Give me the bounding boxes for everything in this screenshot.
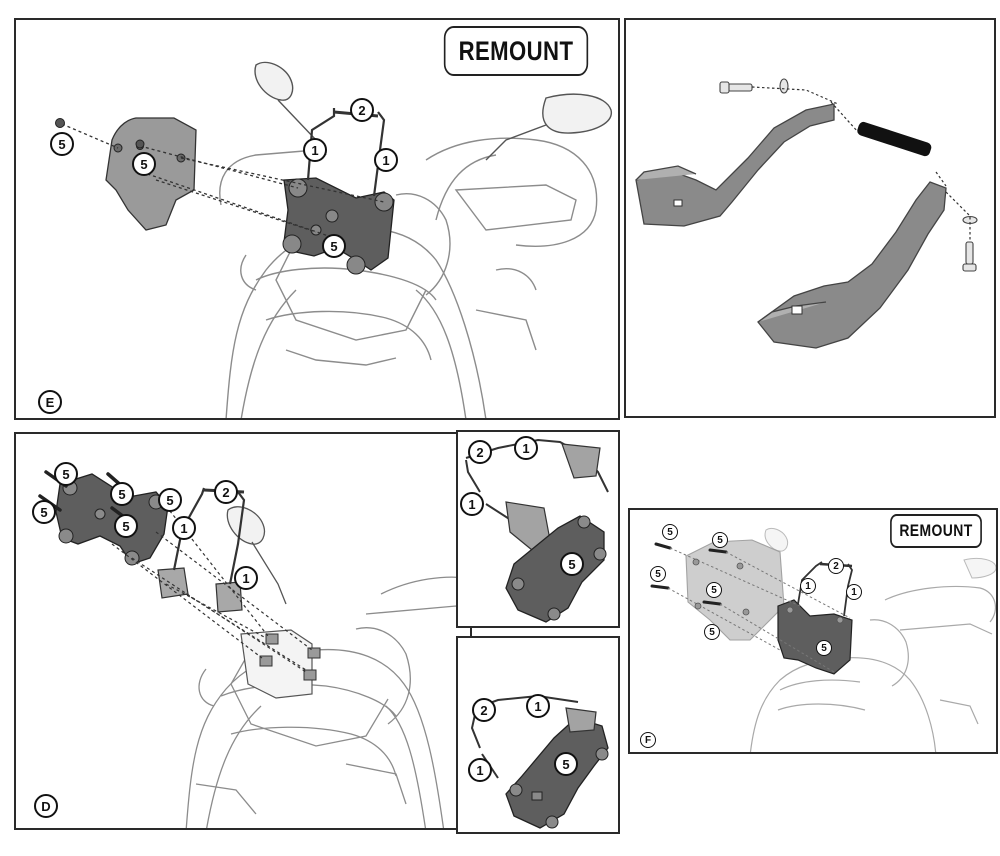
remount-label-f: REMOUNT xyxy=(890,514,982,548)
callout-5-bracket: 5 xyxy=(554,752,578,776)
step-letter-f: F xyxy=(640,732,656,748)
callout-2-bar: 2 xyxy=(214,480,238,504)
callout-1-upper: 1 xyxy=(514,436,538,460)
panel-e: REMOUNT 5 5 5 2 1 1 E xyxy=(14,18,620,420)
callout-5-screw-4: 5 xyxy=(706,582,722,598)
panel-d: 5 5 5 5 5 2 1 1 D xyxy=(14,432,472,830)
callout-1-upper: 1 xyxy=(526,694,550,718)
panel-d-inset-bottom: 2 1 1 5 xyxy=(456,636,620,834)
callout-1-left-rod: 1 xyxy=(303,138,327,162)
callout-1-lower: 1 xyxy=(468,758,492,782)
callout-1-right-rod: 1 xyxy=(846,584,862,600)
panel-d-illustration xyxy=(38,470,470,828)
callout-1-right-rod: 1 xyxy=(374,148,398,172)
callout-1-left-rod: 1 xyxy=(800,578,816,594)
callout-2-bar: 2 xyxy=(472,698,496,722)
callout-5-screw-2: 5 xyxy=(712,532,728,548)
panel-d-inset-top: 2 1 1 5 xyxy=(456,430,620,628)
remount-label-e: REMOUNT xyxy=(443,26,589,76)
bracket-illustration xyxy=(635,78,978,349)
callout-5-screw-1: 5 xyxy=(54,462,78,486)
callout-2-bar: 2 xyxy=(828,558,844,574)
callout-5-bracket: 5 xyxy=(816,640,832,656)
callout-5-screw-5: 5 xyxy=(158,488,182,512)
panel-e-illustration xyxy=(55,61,612,418)
callout-5-visor: 5 xyxy=(132,152,156,176)
callout-5-screw-2: 5 xyxy=(110,482,134,506)
panel-f: REMOUNT 5 5 5 5 5 2 1 1 5 F xyxy=(628,508,998,754)
callout-1-lower: 1 xyxy=(460,492,484,516)
callout-5-bolt: 5 xyxy=(50,132,74,156)
callout-2-bar: 2 xyxy=(350,98,374,122)
step-letter-d: D xyxy=(34,794,58,818)
callout-5-bracket: 5 xyxy=(560,552,584,576)
panel-f-illustration xyxy=(650,527,996,752)
callout-5-visor: 5 xyxy=(704,624,720,640)
callout-5-screw-3: 5 xyxy=(32,500,56,524)
callout-5-screw-3: 5 xyxy=(650,566,666,582)
panel-bracket xyxy=(624,18,996,418)
callout-1-left-rod: 1 xyxy=(172,516,196,540)
inset-bottom-illustration xyxy=(470,694,609,829)
callout-1-right-rod: 1 xyxy=(234,566,258,590)
step-letter-e: E xyxy=(38,390,62,414)
callout-5-screw-4: 5 xyxy=(114,514,138,538)
callout-5-screw-1: 5 xyxy=(662,524,678,540)
callout-2-bar: 2 xyxy=(468,440,492,464)
callout-5-bracket: 5 xyxy=(322,234,346,258)
